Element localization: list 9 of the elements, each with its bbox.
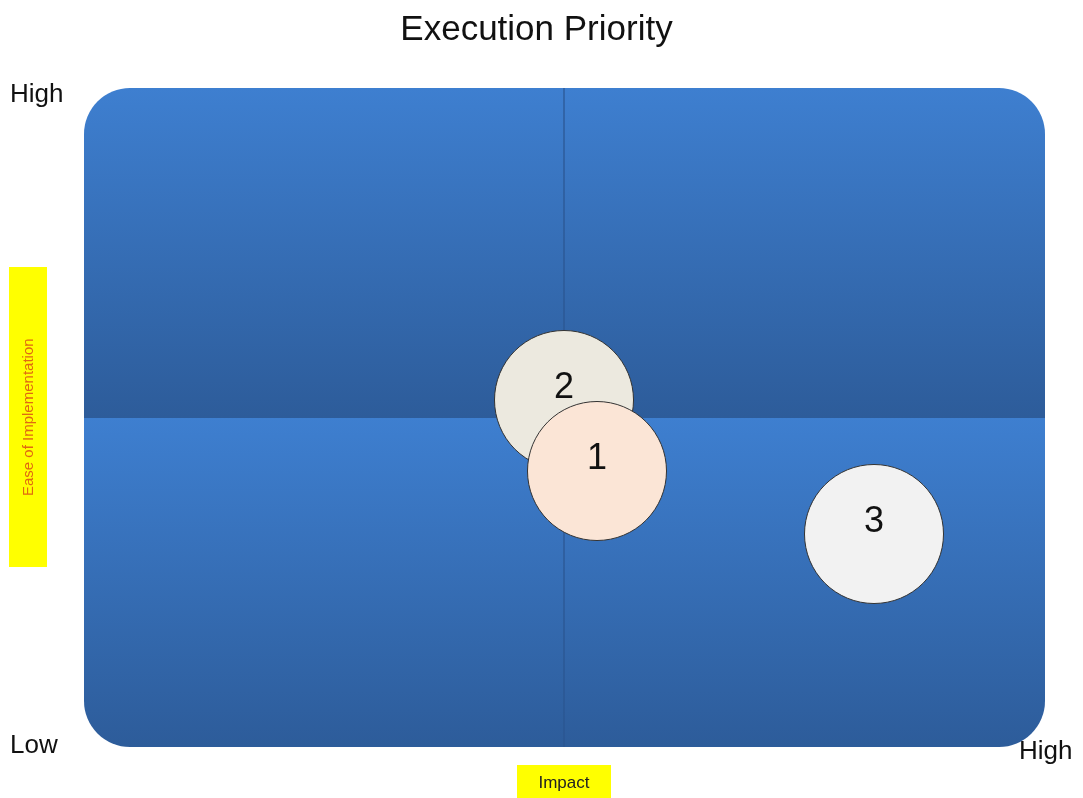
bubble-number: 2 xyxy=(554,365,574,407)
axis-title: Impact xyxy=(517,765,611,798)
axis-end-label: High xyxy=(1019,735,1073,766)
bubble-number: 3 xyxy=(864,499,884,541)
axis-end-label: High xyxy=(10,78,64,109)
axis-end-label: Low xyxy=(10,729,58,760)
chart-title: Execution Priority xyxy=(399,8,674,48)
bubble-number: 1 xyxy=(587,436,607,478)
axis-title: Ease of Implementation xyxy=(9,267,47,567)
